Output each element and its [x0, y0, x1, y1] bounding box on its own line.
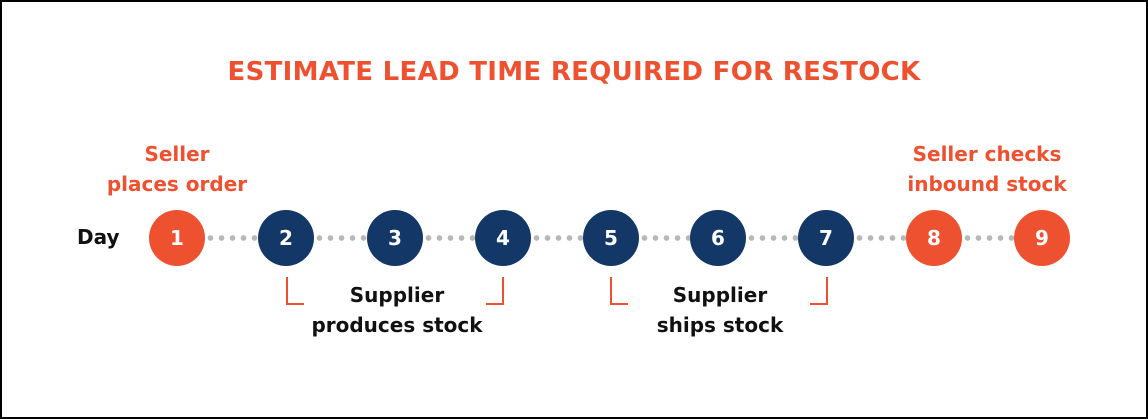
connector [531, 235, 587, 241]
day-2-circle: 2 [258, 210, 314, 266]
label-line: produces stock [311, 313, 483, 337]
label-line: ships stock [656, 313, 784, 337]
bracket-right [810, 277, 828, 305]
diagram-title: ESTIMATE LEAD TIME REQUIRED FOR RESTOCK [227, 57, 921, 87]
connector [314, 235, 370, 241]
day-7-circle: 7 [798, 210, 854, 266]
day-4-circle: 4 [475, 210, 531, 266]
seller-checks-stock-label: Seller checks inbound stock [887, 139, 1087, 199]
connector [854, 235, 910, 241]
seller-places-order-label: Seller places order [107, 139, 247, 199]
connector [423, 235, 479, 241]
day-5-circle: 5 [583, 210, 639, 266]
label-line: Supplier [672, 283, 768, 307]
bracket-right [486, 277, 504, 305]
day-9-circle: 9 [1014, 210, 1070, 266]
day-6-circle: 6 [690, 210, 746, 266]
connector [962, 235, 1018, 241]
bracket-left [286, 277, 304, 305]
day-3-circle: 3 [367, 210, 423, 266]
label-line: Seller checks [912, 142, 1062, 166]
day-8-circle: 8 [906, 210, 962, 266]
bracket-left [610, 277, 628, 305]
connector [746, 235, 802, 241]
label-line: Seller [144, 142, 210, 166]
connector [205, 235, 261, 241]
label-line: inbound stock [907, 172, 1067, 196]
day-axis-label: Day [77, 225, 120, 249]
day-1-circle: 1 [149, 210, 205, 266]
supplier-produces-label: Supplier produces stock [297, 280, 497, 340]
label-line: places order [106, 172, 248, 196]
supplier-ships-label: Supplier ships stock [620, 280, 820, 340]
connector [639, 235, 695, 241]
label-line: Supplier [349, 283, 445, 307]
